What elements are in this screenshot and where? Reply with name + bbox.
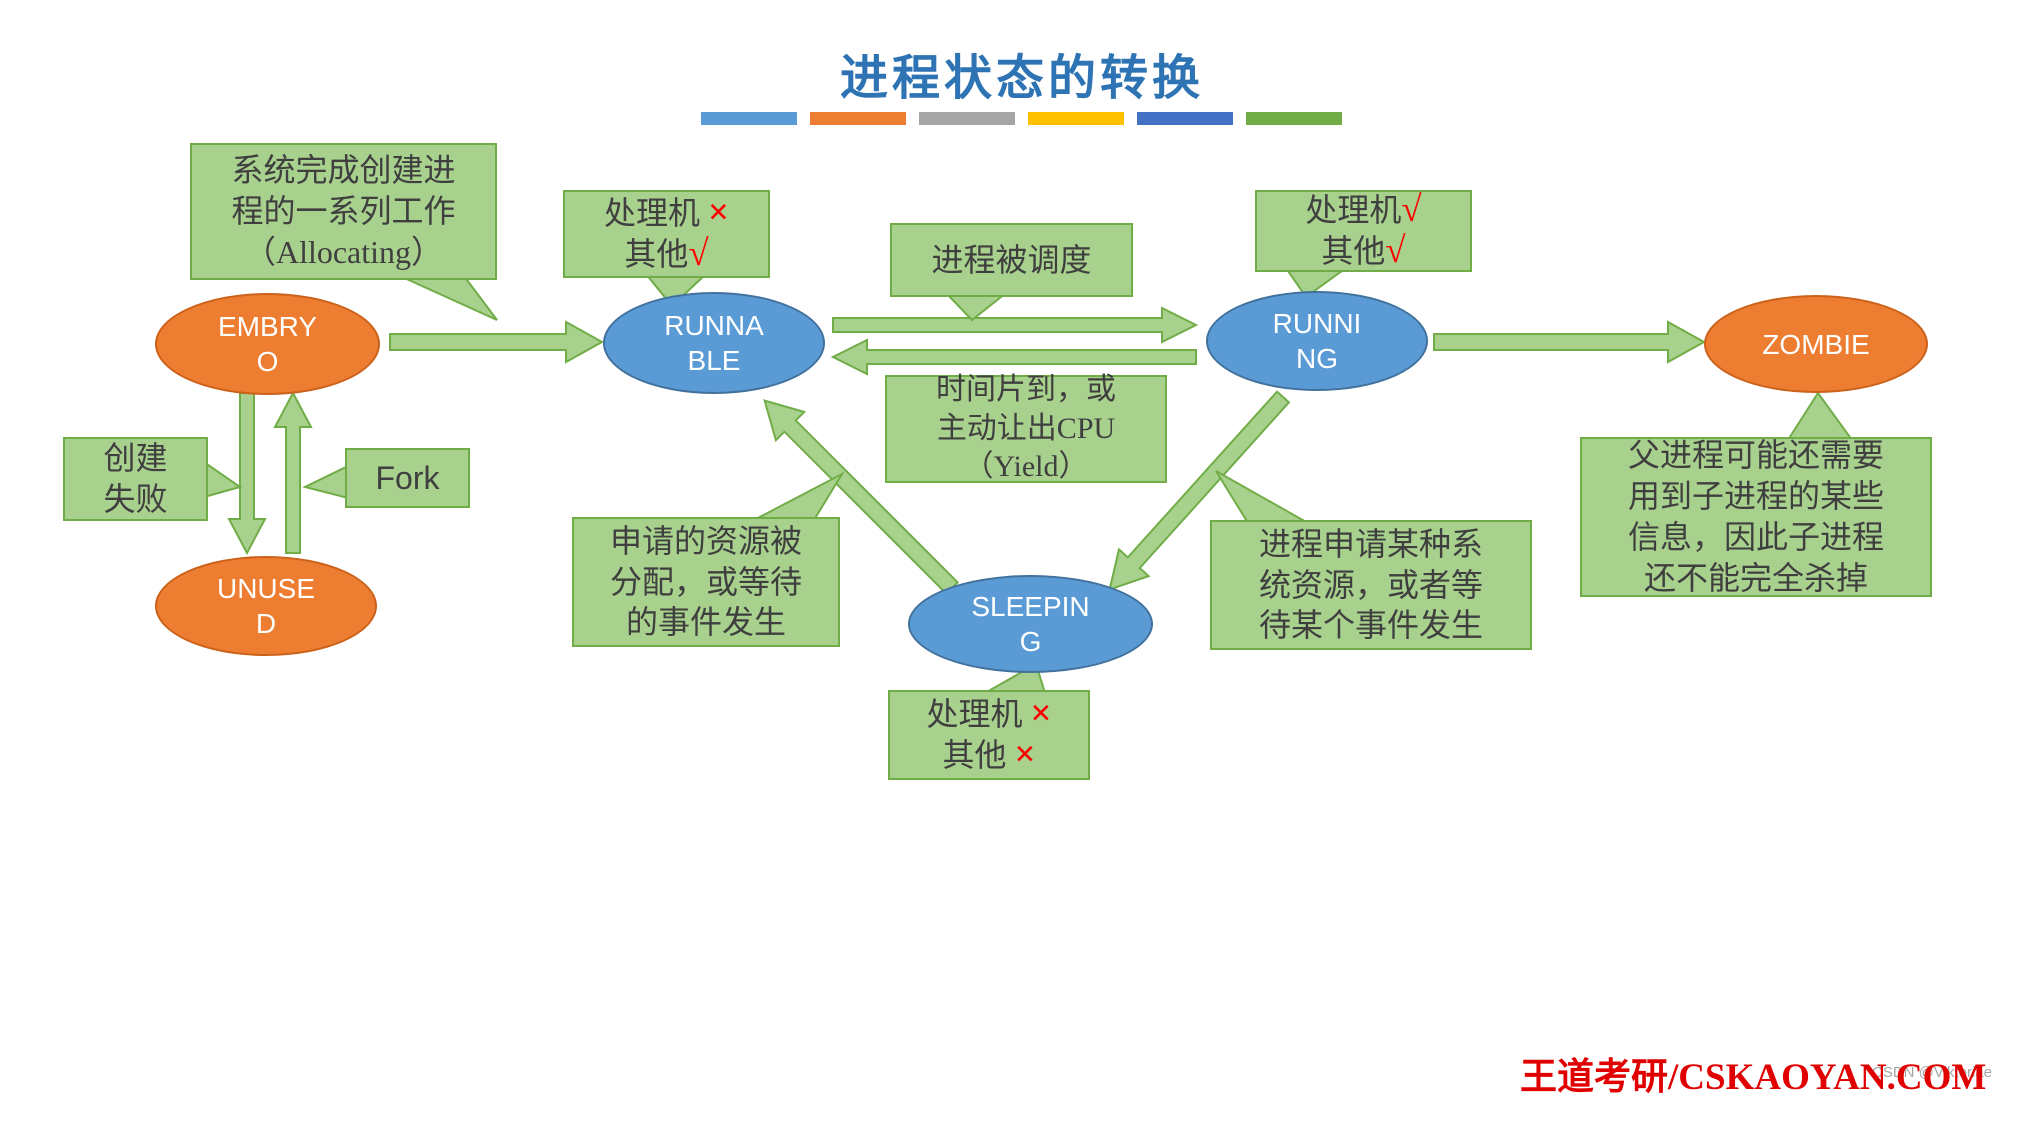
state-label: UNUSE	[216, 573, 315, 604]
callout-line: 其他√	[624, 234, 708, 275]
callout-text: 的事件发生	[625, 604, 786, 641]
status-mark-cross: ×	[1030, 692, 1052, 734]
legend-bar	[1137, 112, 1233, 125]
callout-text: Fork	[375, 459, 440, 496]
callout-sleeping-status: 处理机 × 其他 ×	[888, 690, 1090, 780]
arrow-embryo-to-runnable	[389, 320, 605, 364]
callout-text: 待某个事件发生	[1258, 607, 1483, 644]
state-embryo: EMBRY O	[155, 293, 380, 395]
state-label: D	[255, 608, 277, 639]
arrow-running-to-sleeping	[1108, 390, 1291, 592]
status-mark-check: √	[688, 232, 709, 273]
callout-text: 系统完成创建进	[231, 152, 456, 189]
state-label: O	[256, 346, 279, 377]
callout-text: （Allocating）	[243, 233, 444, 270]
callout-text: 进程被调度	[931, 241, 1092, 278]
status-mark-cross: ×	[1014, 733, 1036, 774]
callout-resource-allocated: 申请的资源被 分配，或等待 的事件发生	[572, 517, 840, 647]
arrow-runnable-to-running	[832, 306, 1199, 344]
callout-text: 处理机	[926, 696, 1031, 733]
callout-zombie-note: 父进程可能还需要 用到子进程的某些 信息，因此子进程 还不能完全杀掉	[1580, 437, 1932, 597]
callout-line: 处理机√	[1305, 190, 1421, 231]
callout-text: 创建	[103, 440, 168, 477]
callout-tail-allocating	[399, 275, 498, 321]
status-mark-check: √	[1385, 229, 1406, 270]
state-label: ZOMBIE	[1762, 328, 1870, 360]
callout-text: 父进程可能还需要	[1627, 437, 1884, 474]
callout-tail-create-fail	[203, 460, 243, 499]
watermark: CSDN @Viktoriae	[1872, 1064, 1992, 1081]
legend-bar	[919, 112, 1015, 125]
callout-line: 处理机 ×	[927, 694, 1052, 735]
arrow-running-to-runnable	[830, 338, 1197, 376]
callout-text: 统资源，或者等	[1258, 566, 1483, 603]
callout-tail-scheduled	[943, 292, 1009, 322]
callout-text: （Yield）	[963, 450, 1089, 484]
callout-text: 用到子进程的某些	[1627, 478, 1884, 515]
callout-text: 信息，因此子进程	[1627, 519, 1884, 555]
state-label: EMBRY	[217, 311, 318, 342]
callout-tail-request-resource	[1215, 470, 1312, 524]
callout-text: 失败	[103, 481, 168, 517]
state-running: RUNNI NG	[1206, 291, 1428, 391]
callout-tail-resource-allocated	[753, 471, 845, 521]
state-label: RUNNI	[1272, 308, 1362, 339]
state-unused: UNUSE D	[155, 556, 377, 656]
callout-create-fail: 创建 失败	[63, 437, 208, 521]
callout-text: 时间片到，或	[936, 373, 1116, 407]
callout-text: 其他	[1321, 233, 1386, 269]
arrow-embryo-to-unused	[227, 392, 267, 556]
callout-text: 其他	[624, 236, 689, 272]
callout-text: 程的一系列工作	[231, 193, 456, 230]
legend-bar	[810, 112, 906, 125]
callout-text: 还不能完全杀掉	[1643, 559, 1868, 596]
callout-text: 处理机	[604, 195, 709, 232]
status-mark-check: √	[1401, 188, 1422, 230]
callout-line: 其他√	[1321, 231, 1405, 272]
state-sleeping: SLEEPIN G	[908, 575, 1153, 673]
state-label: SLEEPIN	[971, 591, 1090, 622]
legend-bar	[1028, 112, 1124, 125]
state-runnable: RUNNA BLE	[603, 292, 825, 394]
callout-allocating: 系统完成创建进 程的一系列工作 （Allocating）	[190, 143, 497, 280]
callout-text: 其他	[942, 737, 1015, 773]
page-title: 进程状态的转换	[839, 52, 1204, 105]
callout-runnable-status: 处理机 × 其他√	[563, 190, 770, 278]
arrow-running-to-zombie	[1433, 320, 1707, 364]
callout-tail-zombie-note	[1786, 391, 1854, 441]
callout-running-status: 处理机√ 其他√	[1255, 190, 1472, 272]
arrow-sleeping-to-runnable	[763, 399, 960, 596]
state-label: RUNNA	[664, 310, 764, 341]
legend-bar	[1246, 112, 1342, 125]
legend-bars	[701, 112, 1342, 125]
callout-text: 分配，或等待	[609, 563, 802, 600]
brand-footer: 王道考研/CSKAOYAN.COM	[1520, 1057, 1987, 1098]
callout-request-resource: 进程申请某种系 统资源，或者等 待某个事件发生	[1210, 520, 1532, 650]
state-zombie: ZOMBIE	[1704, 295, 1928, 393]
callout-fork: Fork	[345, 448, 470, 508]
legend-bar	[701, 112, 797, 125]
callout-text: 主动让出CPU	[936, 411, 1116, 445]
callout-yield: 时间片到，或 主动让出CPU （Yield）	[885, 373, 1167, 484]
state-label: BLE	[687, 345, 741, 376]
callout-scheduled: 进程被调度	[890, 223, 1133, 297]
state-label: NG	[1296, 343, 1338, 374]
arrow-unused-to-embryo	[273, 390, 313, 554]
callout-line: 其他 ×	[943, 735, 1036, 776]
callout-text: 处理机	[1305, 192, 1402, 229]
callout-text: 进程申请某种系	[1258, 525, 1483, 562]
callout-text: 申请的资源被	[609, 522, 802, 559]
state-label: G	[1019, 626, 1042, 657]
callout-tail-fork	[302, 464, 349, 500]
callout-line: 处理机 ×	[604, 193, 729, 234]
status-mark-cross: ×	[708, 191, 729, 233]
